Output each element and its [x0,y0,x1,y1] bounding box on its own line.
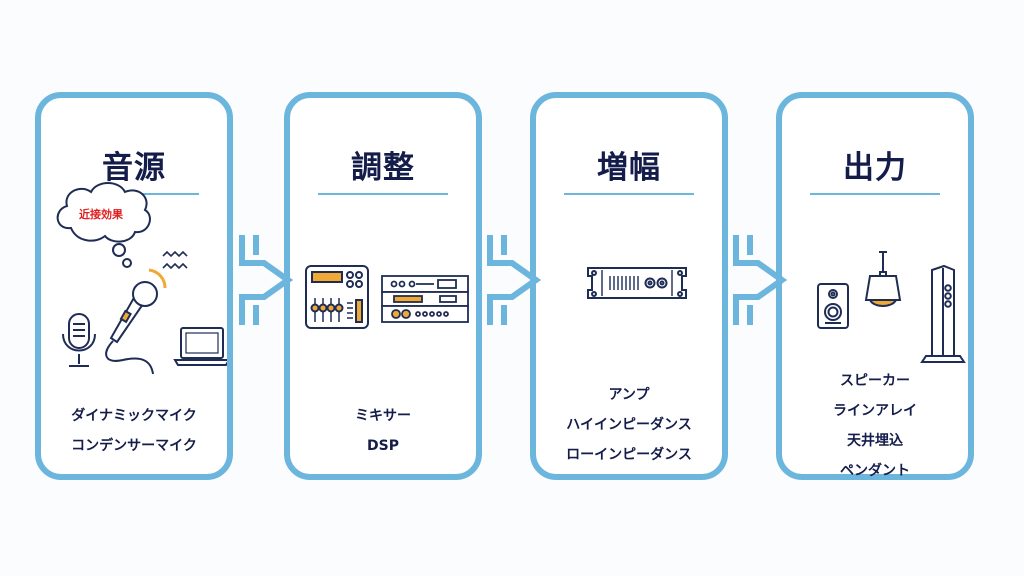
item-dynamic-mic: ダイナミックマイク [71,408,197,424]
bookshelf-speaker-icon [817,283,849,329]
arrow-source-to-adjust [239,235,294,325]
rack-dsp-icon [381,275,469,323]
stage-items: ミキサー DSP [290,401,476,461]
arrow-amplify-to-output [733,235,788,325]
arrow-adjust-to-amplify [487,235,542,325]
stage-items: アンプ ハイインピーダンス ローインピーダンス [536,380,722,470]
pendant-speaker-icon [864,251,902,307]
item-pendant: ペンダント [840,463,910,479]
title-divider [564,193,694,195]
stage-card-source: 音源 近接効果 [35,92,233,480]
handheld-microphone-icon [105,281,158,375]
item-ceiling-mount: 天井埋込 [847,433,903,449]
stage-items: ダイナミックマイク コンデンサーマイク [41,401,227,461]
stage-title: 増幅 [597,150,661,186]
stage-card-amplify: 増幅 アンプ ハイインピーダンス ローインピーダンス [530,92,728,480]
item-high-impedance: ハイインピーダンス [566,417,692,433]
pickup-arc [148,268,167,289]
item-line-array: ラインアレイ [833,403,917,419]
mixer-icon [305,265,369,329]
thought-bubble-icon [56,182,151,268]
item-dsp: DSP [367,438,399,454]
stage-title: 音源 [102,150,166,186]
stage-items: スピーカー ラインアレイ 天井埋込 ペンダント [782,366,968,486]
studio-microphone-icon [62,313,96,367]
source-illustration: 近接効果 [56,182,227,375]
item-mixer: ミキサー [355,408,411,424]
tower-speaker-icon [920,264,966,363]
adjust-illustration [305,265,469,329]
item-condenser-mic: コンデンサーマイク [71,438,197,454]
title-divider [810,193,940,195]
item-amp: アンプ [608,387,650,403]
sound-wave-icon [162,250,188,270]
output-illustration [817,251,966,363]
item-speaker: スピーカー [840,373,910,389]
title-divider [318,193,448,195]
stage-title: 調整 [351,150,415,186]
callout-text: 近接効果 [79,207,123,221]
laptop-icon [173,327,227,366]
amplify-illustration [587,267,687,299]
stage-title: 出力 [843,150,907,186]
amplifier-icon [587,267,687,299]
stage-card-output: 出力 スピーカー ラインアレイ 天井埋込 ペンダント [776,92,974,480]
stage-card-adjust: 調整 ミキサー DSP [284,92,482,480]
item-low-impedance: ローインピーダンス [566,447,692,463]
